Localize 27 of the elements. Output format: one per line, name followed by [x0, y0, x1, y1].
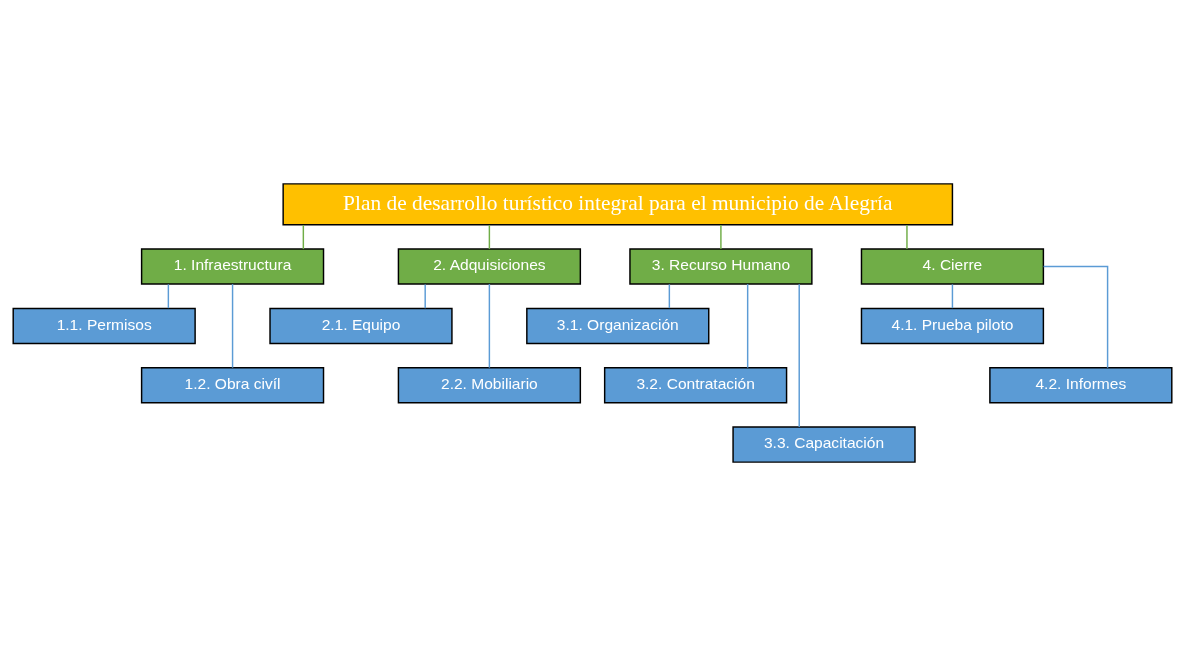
node-box: 1. Infraestructura: [140, 247, 325, 285]
connector: [1042, 265, 1109, 368]
connector: [951, 283, 954, 309]
connector: [488, 282, 491, 368]
connector: [906, 223, 908, 250]
connector: [167, 283, 170, 309]
node-box: 3.3. Capacitación: [732, 425, 916, 463]
node-box: 1.2. Obra civíl: [140, 366, 325, 403]
node-box: 2.2. Mobiliario: [397, 366, 582, 403]
node-box: 1.1. Permisos: [12, 307, 196, 344]
connector: [720, 223, 722, 250]
connector: [302, 223, 305, 250]
connector: [798, 283, 800, 428]
node-box: 3. Recurso Humano: [629, 247, 813, 285]
node-box: Plan de desarrollo turístico integral para el municipio de Alegría: [282, 182, 954, 225]
node-box: 4. Cierre: [860, 247, 1045, 285]
connector: [424, 283, 426, 309]
connector: [668, 283, 671, 309]
node-box: 4.1. Prueba piloto: [860, 307, 1045, 344]
connector: [488, 223, 491, 250]
node-box: 4.2. Informes: [989, 366, 1173, 403]
connector: [231, 282, 234, 368]
node-box: 3.1. Organización: [526, 307, 710, 344]
node-box: 3.2. Contratación: [603, 366, 788, 403]
connector: [746, 282, 749, 368]
node-box: 2. Adquisiciones: [397, 247, 582, 285]
node-box: 2.1. Equipo: [269, 307, 453, 344]
